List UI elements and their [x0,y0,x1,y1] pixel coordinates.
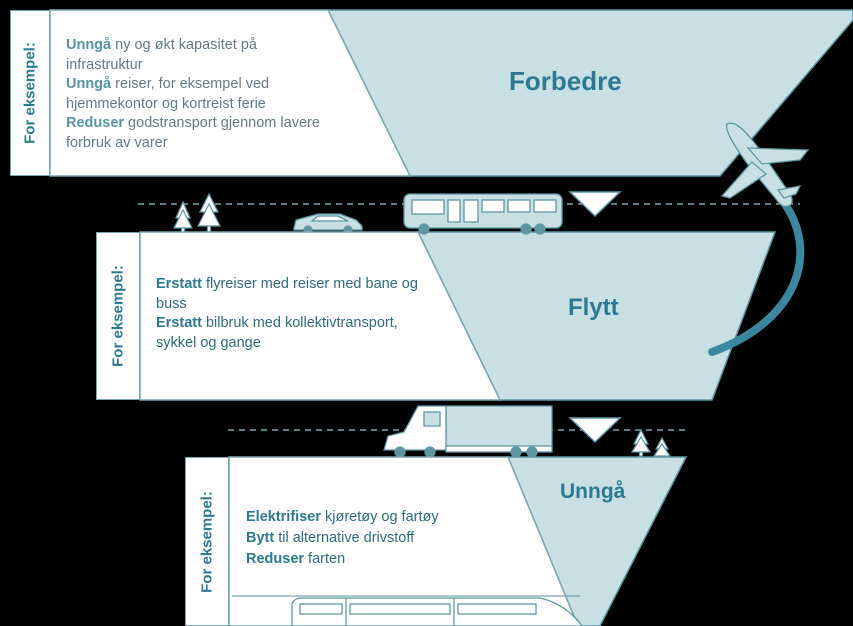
stage-title-flytt: Flytt [568,294,619,321]
truck-icon [383,405,553,458]
list-item: Reduser godstransport gjennom lavere for… [66,115,320,151]
tree-icon [652,436,672,457]
list-item: Erstatt bilbruk med kollektivtransport, … [156,315,398,351]
tree-icon [197,192,221,233]
list-item: Unngå reiser, for eksempel ved hjemmekon… [66,76,270,112]
list-item: Reduser farten [246,551,346,567]
list-item: Bytt til alternative drivstoff [246,530,415,546]
airplane-trail [708,196,805,356]
panel-middle-text: Erstatt flyreiser med reiser med bane og… [156,275,441,353]
bus-icon [403,193,563,235]
list-item: Erstatt flyreiser med reiser med bane og… [156,276,418,312]
down-arrow-icon [568,191,622,218]
panel-bottom-text: Elektrifiser kjøretøy og fartøy Bytt til… [246,507,506,570]
airplane-icon [720,122,810,208]
train-icon [232,595,583,626]
list-item: Elektrifiser kjøretøy og fartøy [246,509,439,525]
tree-icon [630,428,652,457]
tree-icon [173,200,193,233]
stage-title-forbedre: Forbedre [509,66,622,96]
side-tab-bottom: For eksempel: [185,457,229,626]
panel-top-text: Unngå ny og økt kapasitet på infrastrukt… [66,36,326,153]
stage-title-unnga: Unngå [560,480,626,503]
down-arrow-icon [568,417,622,444]
list-item: Unngå ny og økt kapasitet på infrastrukt… [66,37,257,73]
side-tab-top: For eksempel: [10,10,50,176]
